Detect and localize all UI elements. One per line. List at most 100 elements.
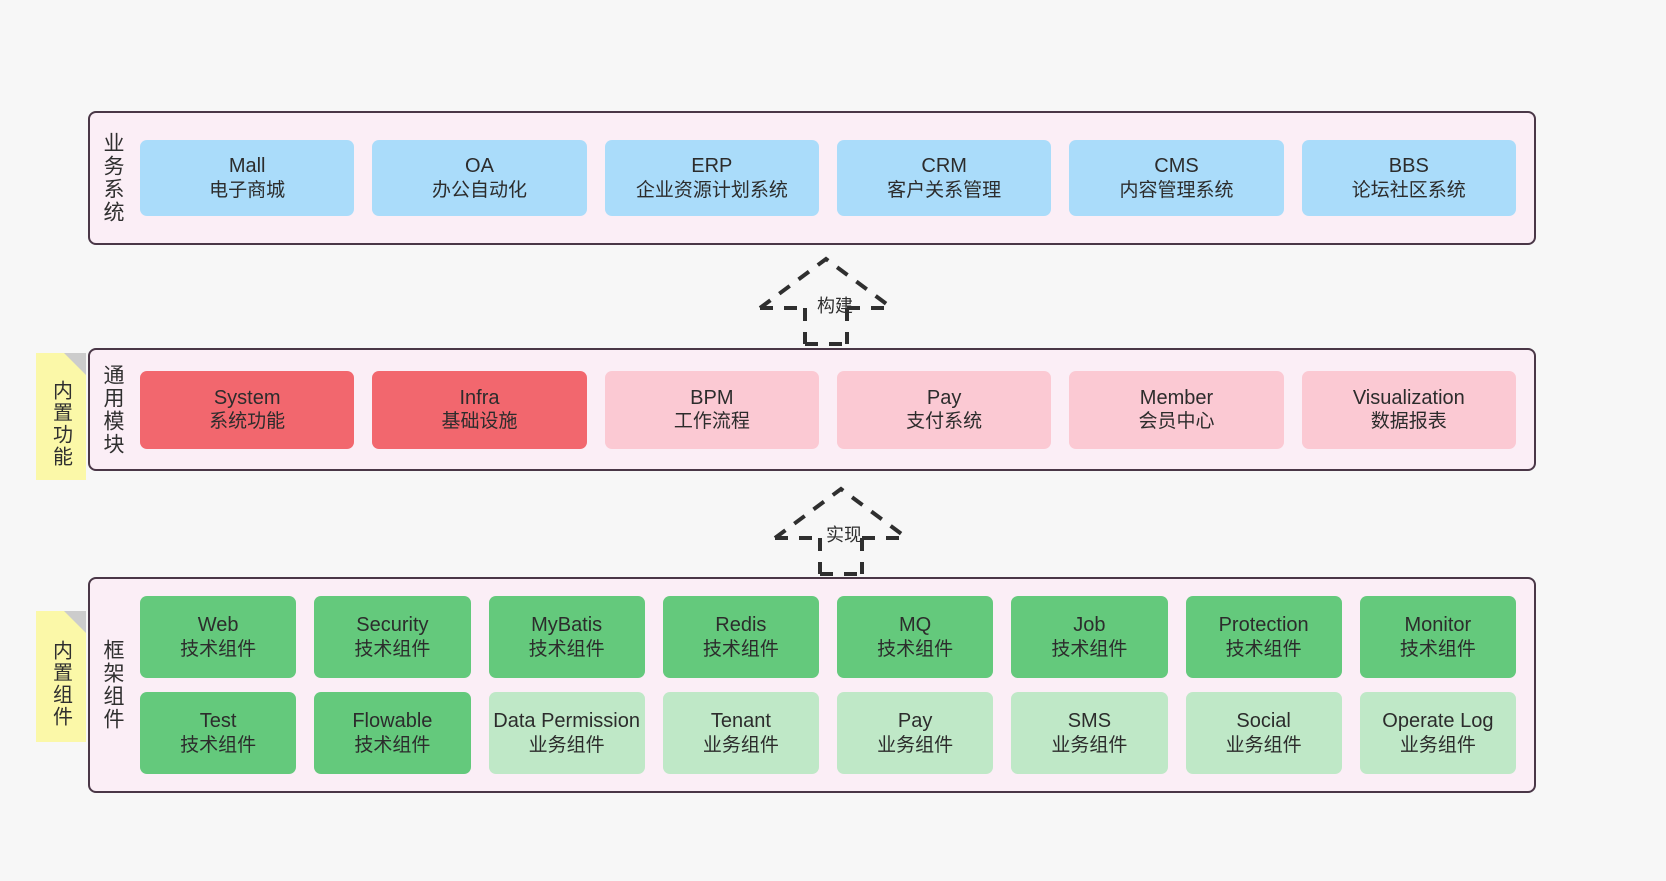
card-title: Tenant	[710, 710, 771, 733]
card-subtitle: 业务组件	[1399, 734, 1476, 756]
card-subtitle: 业务组件	[877, 734, 954, 756]
card-row: System 系统功能 Infra 基础设施 BPM 工作流程 Pay 支付系统…	[140, 370, 1516, 449]
card-title: CRM	[921, 155, 967, 178]
card-monitor[interactable]: Monitor 技术组件	[1359, 596, 1516, 678]
card-title: BBS	[1388, 155, 1429, 178]
card-subtitle: 数据报表	[1370, 411, 1447, 433]
card-mq[interactable]: MQ 技术组件	[837, 596, 994, 678]
card-subtitle: 论坛社区系统	[1351, 179, 1466, 201]
card-row: Web 技术组件 Security 技术组件 MyBatis 技术组件 Redi…	[140, 596, 1516, 678]
layer-common-modules: 通用模块 System 系统功能 Infra 基础设施 BPM 工作流程 Pay…	[88, 348, 1536, 471]
note-builtin-components: 内置组件	[36, 611, 86, 742]
card-subtitle: 办公自动化	[431, 179, 527, 201]
card-subtitle: 技术组件	[1051, 638, 1128, 660]
card-title: Protection	[1218, 614, 1309, 637]
connector-implement-arrow-icon	[772, 486, 922, 576]
card-redis[interactable]: Redis 技术组件	[662, 596, 819, 678]
card-title: Flowable	[352, 710, 433, 733]
card-title: Infra	[459, 386, 500, 409]
card-subtitle: 电子商城	[209, 179, 286, 201]
card-operate-log[interactable]: Operate Log 业务组件	[1359, 692, 1516, 774]
card-bpm[interactable]: BPM 工作流程	[604, 370, 819, 449]
card-title: Job	[1073, 614, 1106, 637]
card-flowable[interactable]: Flowable 技术组件	[314, 692, 471, 774]
note-builtin-features: 内置功能	[36, 353, 86, 480]
card-title: System	[213, 386, 281, 409]
card-subtitle: 业务组件	[1051, 734, 1128, 756]
card-title: Web	[197, 614, 239, 637]
card-title: SMS	[1067, 710, 1112, 733]
connector-implement-label: 实现	[826, 525, 862, 545]
card-subtitle: 技术组件	[1225, 638, 1302, 660]
card-sms[interactable]: SMS 业务组件	[1011, 692, 1168, 774]
card-job[interactable]: Job 技术组件	[1011, 596, 1168, 678]
card-title: Security	[356, 614, 429, 637]
card-title: Mall	[228, 155, 266, 178]
card-subtitle: 系统功能	[209, 411, 286, 433]
card-title: Data Permission	[493, 710, 640, 733]
card-system[interactable]: System 系统功能	[140, 370, 355, 449]
card-subtitle: 技术组件	[354, 734, 431, 756]
card-title: Pay	[897, 710, 933, 733]
card-oa[interactable]: OA 办公自动化	[372, 140, 587, 216]
card-title: MQ	[899, 614, 932, 637]
layer-title-common-modules: 通用模块	[101, 363, 124, 456]
card-pay[interactable]: Pay 支付系统	[836, 370, 1052, 449]
card-subtitle: 客户关系管理	[887, 179, 1002, 201]
card-row: Test 技术组件 Flowable 技术组件 Data Permission …	[140, 692, 1516, 774]
card-mybatis[interactable]: MyBatis 技术组件	[488, 596, 645, 678]
card-subtitle: 业务组件	[1225, 734, 1302, 756]
card-subtitle: 支付系统	[906, 411, 983, 433]
card-title: Monitor	[1404, 614, 1472, 637]
cards-area-common-modules: System 系统功能 Infra 基础设施 BPM 工作流程 Pay 支付系统…	[134, 350, 1534, 469]
card-subtitle: 业务组件	[528, 734, 605, 756]
card-title: Pay	[926, 386, 962, 409]
card-social[interactable]: Social 业务组件	[1185, 692, 1342, 774]
card-subtitle: 技术组件	[1399, 638, 1476, 660]
card-security[interactable]: Security 技术组件	[314, 596, 471, 678]
card-crm[interactable]: CRM 客户关系管理	[836, 140, 1052, 216]
card-protection[interactable]: Protection 技术组件	[1185, 596, 1342, 678]
card-cms[interactable]: CMS 内容管理系统	[1069, 140, 1284, 216]
layer-business-systems: 业务系统 Mall 电子商城 OA 办公自动化 ERP 企业资源计划系统 CRM…	[88, 111, 1536, 245]
card-title: OA	[465, 155, 494, 178]
card-title: Social	[1236, 710, 1291, 733]
card-subtitle: 内容管理系统	[1119, 179, 1234, 201]
card-subtitle: 技术组件	[877, 638, 954, 660]
card-web[interactable]: Web 技术组件	[140, 596, 297, 678]
card-bbs[interactable]: BBS 论坛社区系统	[1301, 140, 1516, 216]
card-erp[interactable]: ERP 企业资源计划系统	[604, 140, 819, 216]
card-subtitle: 基础设施	[441, 411, 518, 433]
card-tenant[interactable]: Tenant 业务组件	[662, 692, 819, 774]
card-subtitle: 技术组件	[702, 638, 779, 660]
card-mall[interactable]: Mall 电子商城	[140, 140, 355, 216]
card-subtitle: 会员中心	[1138, 411, 1215, 433]
card-title: Operate Log	[1382, 710, 1494, 733]
card-subtitle: 工作流程	[673, 411, 750, 433]
layer-framework-components: 框架组件 Web 技术组件 Security 技术组件 MyBatis 技术组件…	[88, 577, 1536, 793]
card-title: CMS	[1154, 155, 1199, 178]
card-title: BPM	[690, 386, 734, 409]
connector-build-arrow-icon	[757, 256, 907, 346]
card-title: Member	[1139, 386, 1214, 409]
card-title: Test	[199, 710, 237, 733]
card-data-permission[interactable]: Data Permission 业务组件	[488, 692, 645, 774]
cards-area-framework-components: Web 技术组件 Security 技术组件 MyBatis 技术组件 Redi…	[134, 579, 1534, 791]
card-title: MyBatis	[531, 614, 603, 637]
card-infra[interactable]: Infra 基础设施	[372, 370, 587, 449]
card-subtitle: 技术组件	[354, 638, 431, 660]
card-subtitle: 技术组件	[180, 638, 257, 660]
cards-area-business-systems: Mall 电子商城 OA 办公自动化 ERP 企业资源计划系统 CRM 客户关系…	[134, 113, 1534, 243]
card-title: Visualization	[1352, 386, 1465, 409]
connector-build-label: 构建	[817, 296, 853, 316]
card-pay-business[interactable]: Pay 业务组件	[837, 692, 994, 774]
card-visualization[interactable]: Visualization 数据报表	[1301, 370, 1516, 449]
layer-title-framework-components: 框架组件	[101, 639, 124, 731]
card-subtitle: 业务组件	[702, 734, 779, 756]
card-subtitle: 企业资源计划系统	[635, 179, 788, 201]
card-member[interactable]: Member 会员中心	[1069, 370, 1284, 449]
card-row: Mall 电子商城 OA 办公自动化 ERP 企业资源计划系统 CRM 客户关系…	[140, 140, 1516, 216]
card-title: Redis	[715, 614, 767, 637]
card-test[interactable]: Test 技术组件	[140, 692, 297, 774]
